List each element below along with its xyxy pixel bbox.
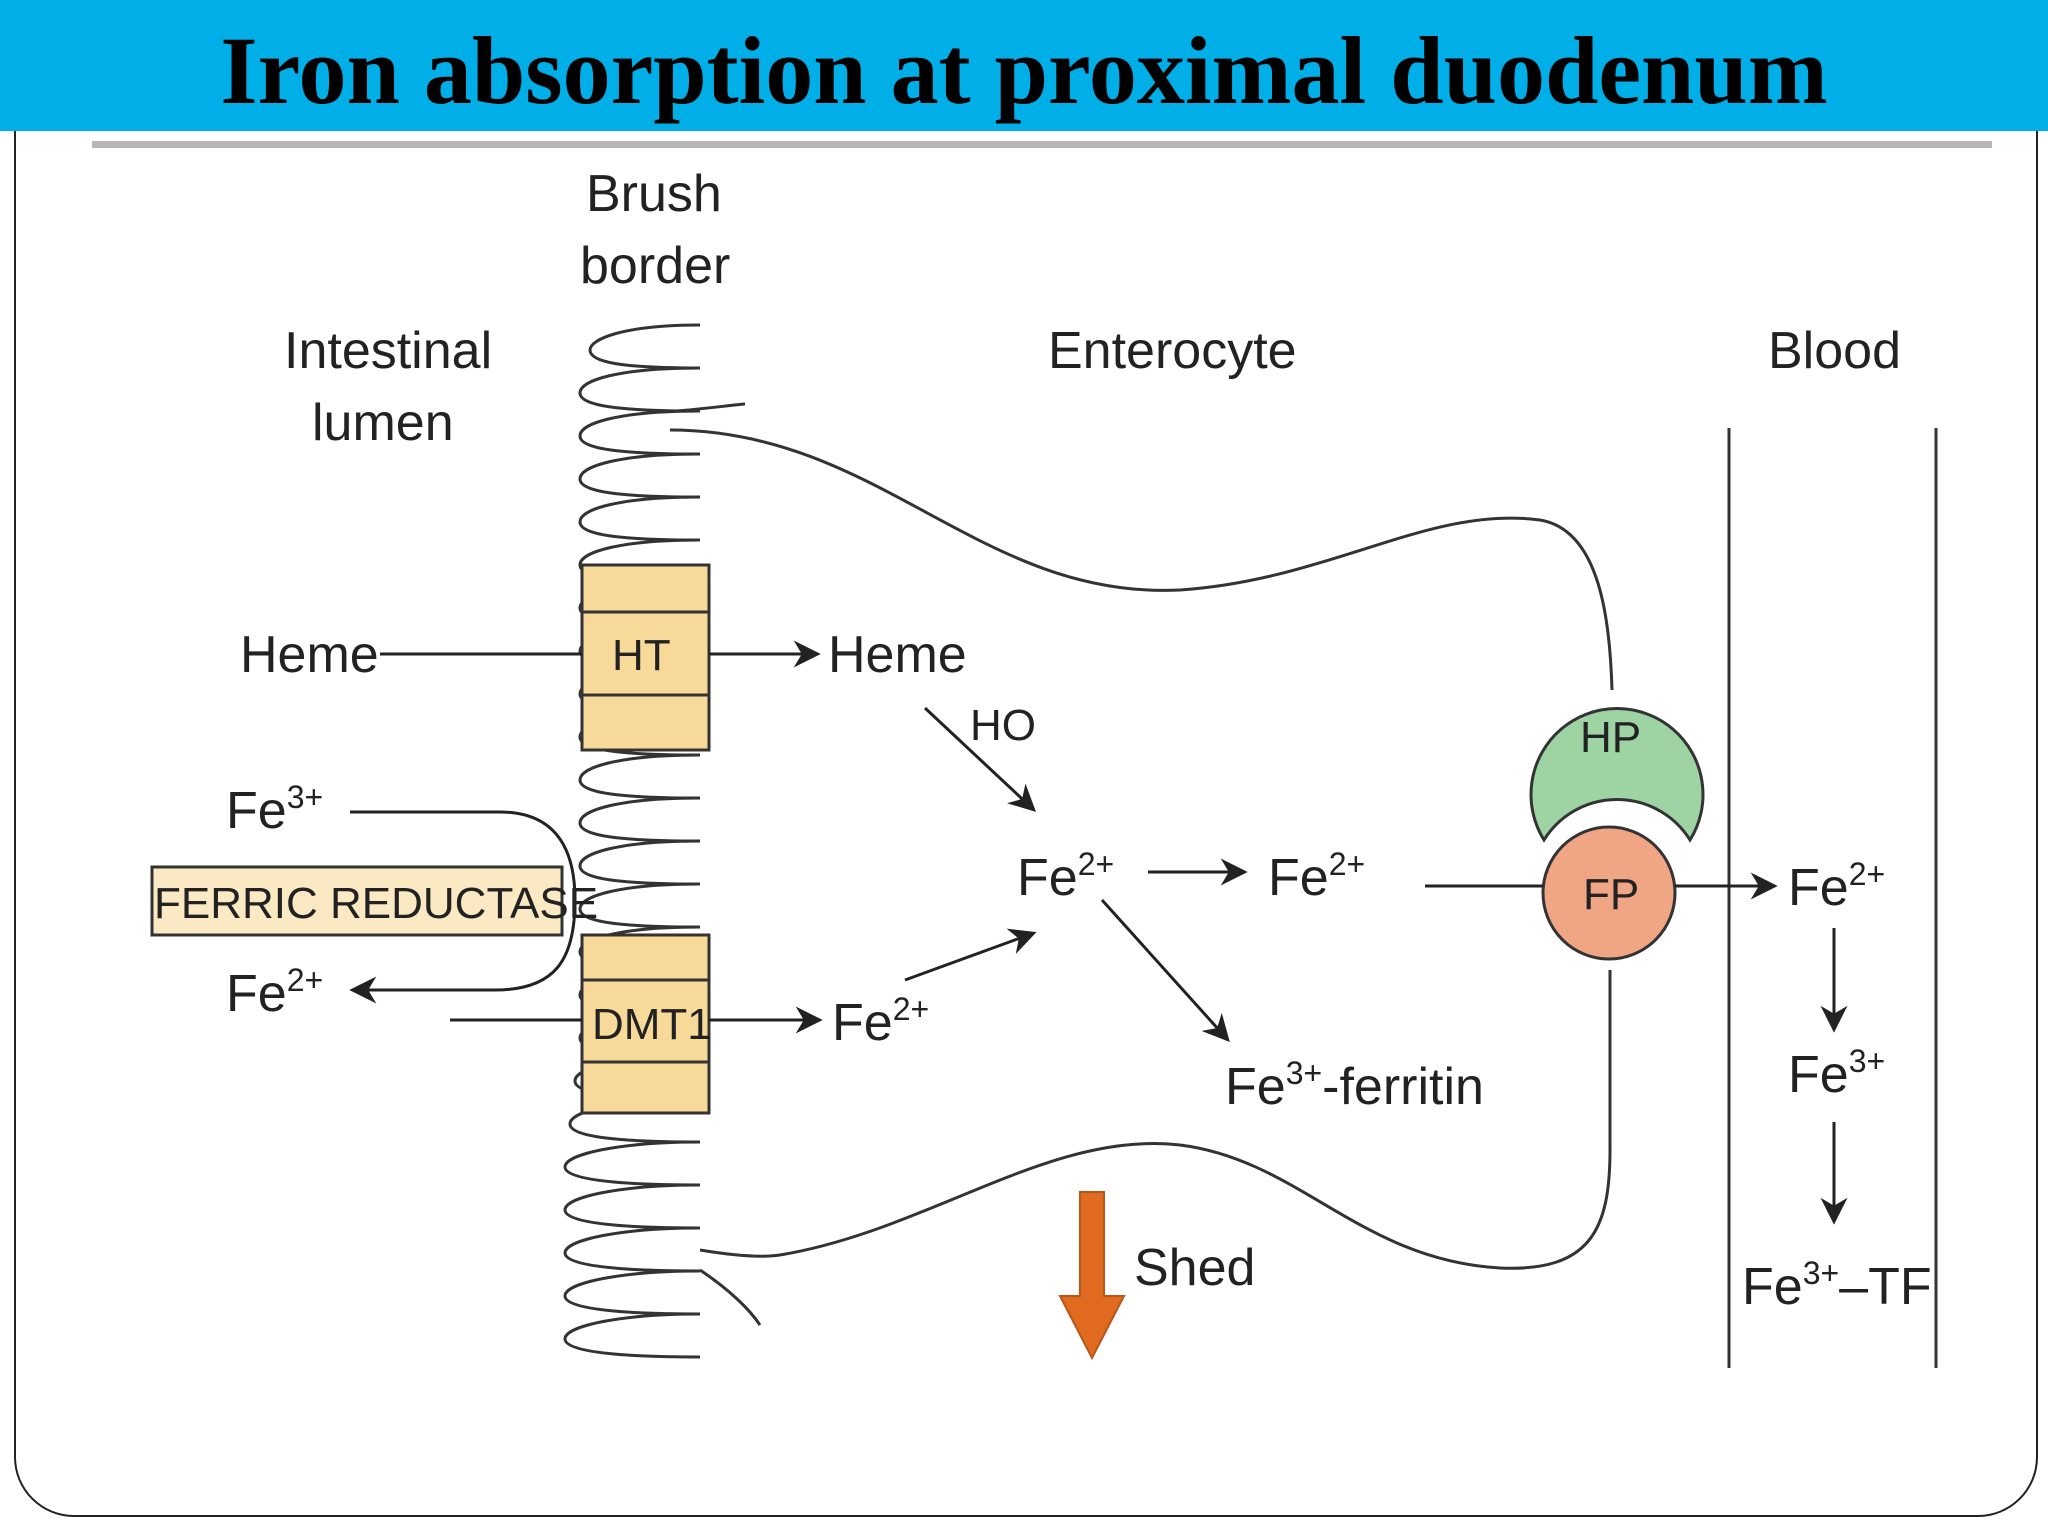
fe3-tf-label: Fe3+–TF bbox=[1742, 1255, 1932, 1316]
slide-frame bbox=[14, 131, 2038, 1517]
intestinal-lumen-label-line1: Intestinal bbox=[284, 322, 492, 380]
fe3-blood-label: Fe3+ bbox=[1788, 1043, 1885, 1104]
fe2-blood-label: Fe2+ bbox=[1788, 856, 1885, 917]
ferric-reductase-label: FERRIC REDUCTASE bbox=[154, 879, 598, 928]
fe2-right-label: Fe2+ bbox=[1268, 846, 1365, 907]
blood-label: Blood bbox=[1768, 322, 1901, 380]
brush-border-top-edge bbox=[659, 402, 746, 414]
page-title: Iron absorption at proximal duodenum bbox=[220, 17, 1828, 124]
ferric-reduction-loop bbox=[349, 810, 577, 1004]
fe2-lumen-label: Fe2+ bbox=[226, 962, 323, 1023]
intestinal-lumen-label-line2: lumen bbox=[312, 394, 454, 452]
fe2-center-label: Fe2+ bbox=[1017, 846, 1114, 907]
divider-rule bbox=[92, 141, 1992, 148]
shed-label: Shed bbox=[1134, 1239, 1255, 1297]
brush-border-label-line2: border bbox=[580, 237, 730, 295]
brush-border-bottom-edge bbox=[699, 1268, 762, 1326]
fe2-dmt1-label: Fe2+ bbox=[832, 991, 929, 1052]
enterocyte-top-membrane bbox=[669, 428, 1614, 691]
hp-label: HP bbox=[1580, 713, 1641, 762]
brush-border-label-line1: Brush bbox=[586, 165, 722, 223]
fe2-to-pool-arrow bbox=[904, 928, 1037, 982]
brush-border-microvilli bbox=[563, 323, 701, 1359]
title-bar bbox=[0, 0, 2048, 131]
hp-hephaestin bbox=[1529, 707, 1705, 843]
heme-cell-label: Heme bbox=[828, 626, 967, 684]
ht-transporter: HT bbox=[580, 563, 711, 752]
shed-arrow bbox=[1058, 1191, 1126, 1361]
ho-label: HO bbox=[970, 701, 1036, 750]
heme-lumen-label: Heme bbox=[240, 626, 379, 684]
ho-arrow bbox=[923, 706, 1036, 812]
ferritin-arrow bbox=[1100, 898, 1230, 1043]
enterocyte-bottom-membrane bbox=[699, 970, 1612, 1270]
ferric-reductase-box bbox=[150, 865, 564, 937]
dmt1-transporter: DMT1 bbox=[580, 933, 712, 1115]
fp-ferroportin bbox=[1541, 825, 1677, 961]
dmt1-label: DMT1 bbox=[592, 1000, 712, 1049]
ht-label: HT bbox=[612, 631, 671, 680]
fe3-lumen-label: Fe3+ bbox=[226, 779, 323, 840]
fp-label: FP bbox=[1583, 870, 1639, 919]
enterocyte-label: Enterocyte bbox=[1048, 322, 1297, 380]
fe3-ferritin-label: Fe3+-ferritin bbox=[1225, 1055, 1484, 1116]
